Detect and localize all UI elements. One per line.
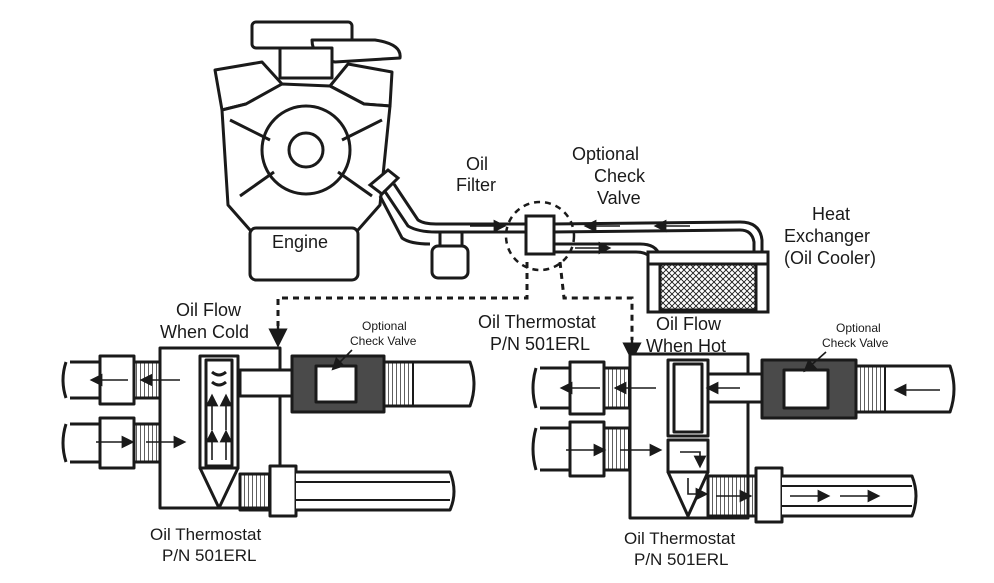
hot-flow-arrows — [559, 381, 940, 503]
thermostat-left-label-line2: P/N 501ERL — [162, 546, 257, 565]
cold-flow-arrows — [89, 373, 233, 460]
check-valve-right-label-line2: Check Valve — [822, 336, 889, 350]
thermostat-block-small — [524, 214, 556, 256]
thermostat-right-label-line2: P/N 501ERL — [634, 550, 729, 569]
heat-exchanger-label-line1: Heat — [812, 204, 850, 224]
heat-exchanger-drawing — [646, 250, 770, 314]
oil-filter-drawing — [430, 230, 470, 280]
flow-hot-label-line2: When Hot — [646, 336, 726, 356]
check-valve-top-label-line1: Optional — [572, 144, 639, 164]
check-valve-left-pointer — [331, 349, 353, 371]
thermostat-center-label-line1: Oil Thermostat — [478, 312, 596, 332]
thermostat-center-label-line2: P/N 501ERL — [490, 334, 590, 354]
check-valve-left-label-line1: Optional — [362, 319, 407, 333]
oil-filter-label-line1: Oil — [466, 154, 488, 174]
heat-exchanger-label-line2: Exchanger — [784, 226, 870, 246]
engine-label: Engine — [272, 232, 328, 252]
check-valve-right-pointer — [803, 351, 827, 373]
flow-hot-label-line1: Oil Flow — [656, 314, 722, 334]
check-valve-left-label-line2: Check Valve — [350, 334, 417, 348]
check-valve-top-label-line3: Valve — [597, 188, 641, 208]
check-valve-right-label-line1: Optional — [836, 321, 881, 335]
flow-cold-label-line2: When Cold — [160, 322, 249, 342]
engine-drawing — [213, 20, 402, 282]
check-valve-top-label-line2: Check — [594, 166, 646, 186]
oil-filter-label-line2: Filter — [456, 175, 496, 195]
heat-exchanger-label-line3: (Oil Cooler) — [784, 248, 876, 268]
thermostat-right-label-line1: Oil Thermostat — [624, 529, 735, 548]
flow-cold-label-line1: Oil Flow — [176, 300, 242, 320]
cold-detail-drawing — [61, 346, 476, 518]
detail-leader-lines — [276, 261, 634, 340]
thermostat-highlight-circle — [504, 200, 576, 272]
thermostat-left-label-line1: Oil Thermostat — [150, 525, 261, 544]
engine-oil-line — [367, 168, 525, 246]
